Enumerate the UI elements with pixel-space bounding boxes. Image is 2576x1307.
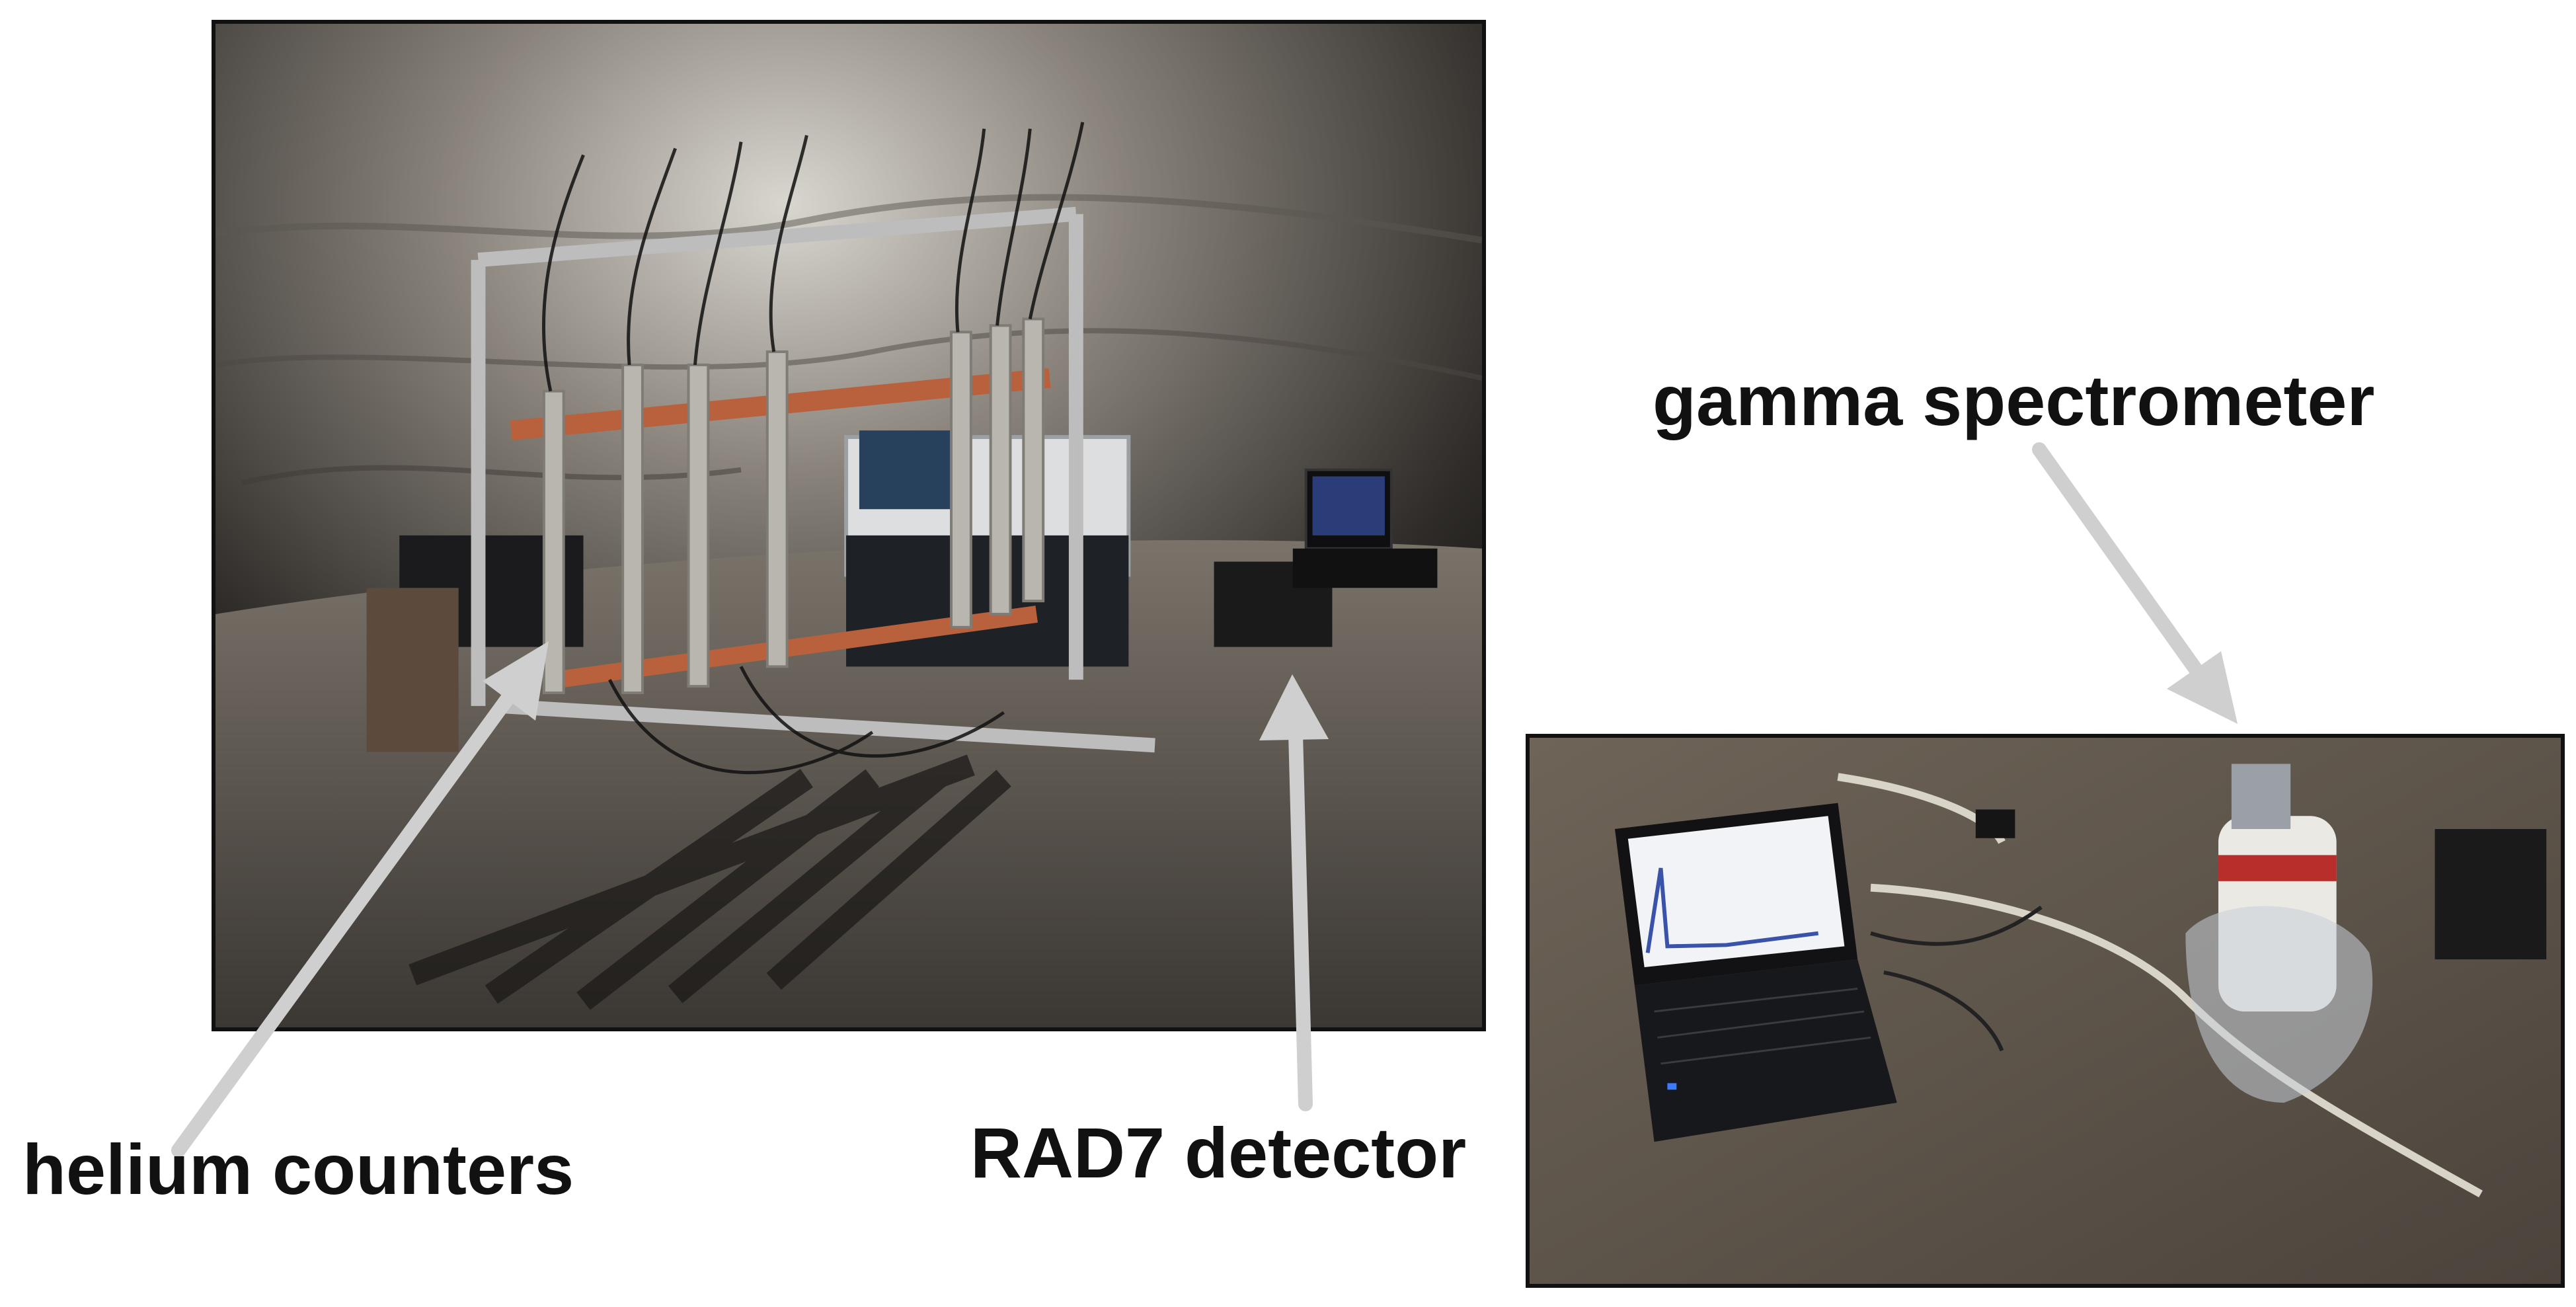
inset-photo [1526, 734, 2565, 1288]
gamma-spectrometer-arrow [2032, 442, 2238, 724]
gamma-setup-illustration [1530, 738, 2561, 1284]
helium-counters-label: helium counters [22, 1129, 574, 1209]
rad7-detector-label: RAD7 detector [970, 1113, 1467, 1193]
gamma-spectrometer-label: gamma spectrometer [1653, 360, 2375, 440]
cave-scene-illustration [215, 24, 1482, 1027]
main-photo [212, 20, 1486, 1031]
